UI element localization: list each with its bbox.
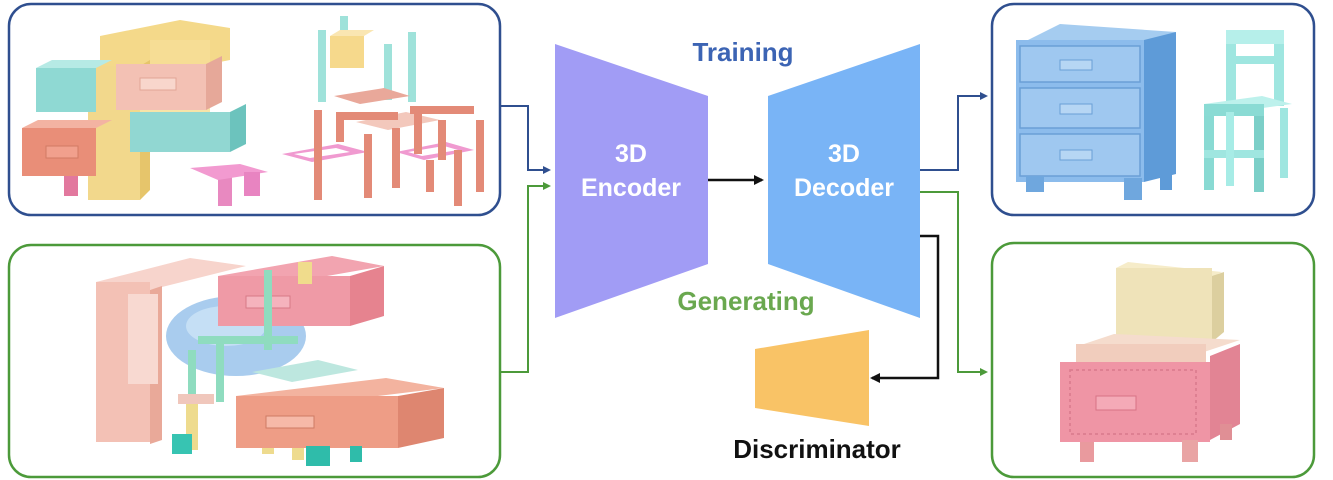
decoder-block <box>768 44 920 318</box>
training-input-arrow <box>500 105 551 174</box>
training-label: Training <box>692 37 793 67</box>
input-generating-panel <box>7 243 502 479</box>
cyan-chair-illustration <box>1204 30 1292 192</box>
encoder-label-line2: Encoder <box>581 174 681 202</box>
discriminator-label: Discriminator <box>733 434 901 464</box>
training-output-arrow <box>920 92 988 171</box>
output-generating-panel <box>990 241 1316 479</box>
training-cabinet-parts-illustration <box>22 20 268 206</box>
discriminator-block <box>755 330 869 426</box>
input-training-panel <box>7 2 502 217</box>
generating-label: Generating <box>677 286 814 316</box>
output-training-panel <box>990 2 1316 217</box>
decoder-to-discriminator-arrow <box>870 234 940 383</box>
generating-output-arrow <box>920 191 988 376</box>
training-chair-parts-illustration <box>282 16 484 206</box>
encoder-block <box>555 44 708 318</box>
blue-cabinet-illustration <box>1016 24 1176 200</box>
decoder-label-line2: Decoder <box>794 174 894 202</box>
encoder-label-line1: 3D <box>615 140 647 168</box>
generating-input-arrow <box>500 182 551 373</box>
pink-dresser-illustration <box>1060 262 1240 462</box>
decoder-label-line1: 3D <box>828 140 860 168</box>
generating-parts-illustration <box>96 256 444 466</box>
